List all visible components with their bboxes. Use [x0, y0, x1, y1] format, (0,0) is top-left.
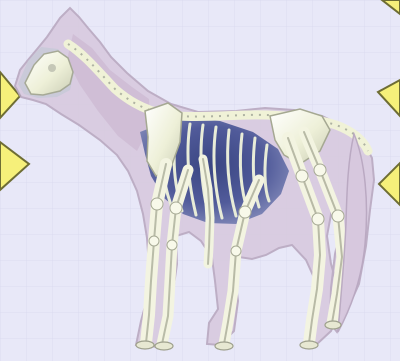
eye-orbit — [48, 64, 56, 72]
